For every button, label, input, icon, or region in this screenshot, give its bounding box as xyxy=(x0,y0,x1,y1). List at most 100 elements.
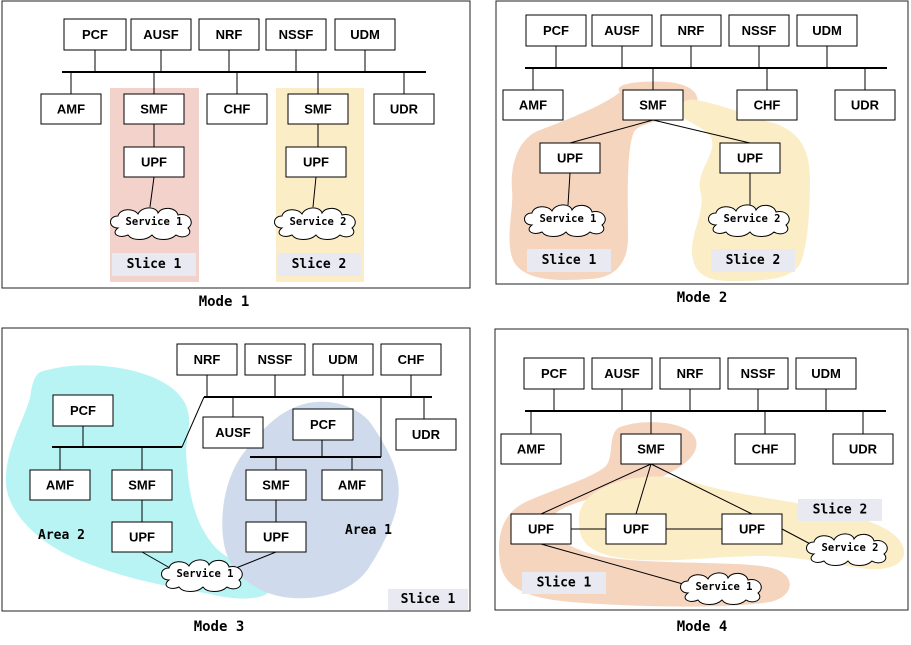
mode-2-slice-2-label: Slice 2 xyxy=(711,249,795,272)
mode-2-amf-node: AMF xyxy=(502,89,564,121)
svg-text:UPF: UPF xyxy=(303,155,329,170)
svg-text:SMF: SMF xyxy=(140,102,168,117)
mode-4-service-2-cloud: Service 2 xyxy=(806,533,888,566)
mode-4-amf-node: AMF xyxy=(500,433,562,465)
mode-1-udr-node: UDR xyxy=(373,93,435,125)
svg-text:Service 2: Service 2 xyxy=(290,216,347,228)
svg-text:AUSF: AUSF xyxy=(215,425,250,440)
svg-text:PCF: PCF xyxy=(310,417,336,432)
mode-3-caption: Mode 3 xyxy=(194,619,245,635)
mode-1-ausf-node: AUSF xyxy=(130,18,192,51)
mode-3-nrf-node: NRF xyxy=(176,343,238,376)
svg-text:NSSF: NSSF xyxy=(258,352,293,367)
svg-text:Slice 1: Slice 1 xyxy=(401,592,456,607)
mode-3-upf-2-node: UPF xyxy=(245,521,307,553)
svg-text:AMF: AMF xyxy=(338,478,366,493)
mode-2-pcf-node: PCF xyxy=(525,14,587,47)
svg-text:UPF: UPF xyxy=(623,522,649,537)
mode-2-upf-node: UPF xyxy=(539,142,601,174)
svg-text:UDR: UDR xyxy=(412,427,441,442)
mode-4-pcf-node: PCF xyxy=(523,357,585,390)
svg-text:UDR: UDR xyxy=(849,442,878,457)
mode-1-service-1-cloud: Service 1 xyxy=(110,207,192,240)
svg-text:NSSF: NSSF xyxy=(742,23,777,38)
svg-text:Service 2: Service 2 xyxy=(724,213,781,225)
mode-1-pcf-node: PCF xyxy=(63,18,127,51)
svg-text:AUSF: AUSF xyxy=(143,27,178,42)
mode-3-service-1-cloud: Service 1 xyxy=(161,559,243,592)
svg-text:UPF: UPF xyxy=(737,151,763,166)
svg-text:SMF: SMF xyxy=(637,442,665,457)
mode-1-slice-2-label: Slice 2 xyxy=(277,253,361,276)
mode-2-smf-node: SMF xyxy=(622,89,684,121)
mode-4-panel: PCF AUSF NRF NSSF UDM AMF SMF CHF UDR UP… xyxy=(494,328,909,611)
mode-2-upf-2-node: UPF xyxy=(719,142,781,174)
mode-1-panel: PCF AUSF NRF NSSF UDM AMF SMF CHF SMF UD… xyxy=(1,0,471,289)
svg-text:UDM: UDM xyxy=(812,23,842,38)
svg-text:AMF: AMF xyxy=(517,442,545,457)
svg-text:AMF: AMF xyxy=(46,478,74,493)
svg-text:NRF: NRF xyxy=(216,27,243,42)
mode-4-chf-node: CHF xyxy=(734,433,796,465)
mode-2-udm-node: UDM xyxy=(796,14,858,47)
svg-text:CHF: CHF xyxy=(752,442,779,457)
svg-text:Slice 2: Slice 2 xyxy=(726,253,781,268)
mode-3-pcf-2-node: PCF xyxy=(292,408,354,441)
mode-4-udr-node: UDR xyxy=(832,433,894,465)
mode-3-smf-2-node: SMF xyxy=(245,469,307,501)
svg-text:NSSF: NSSF xyxy=(279,27,314,42)
mode-2-panel: PCF AUSF NRF NSSF UDM AMF SMF CHF UDR UP… xyxy=(495,0,909,285)
svg-text:UPF: UPF xyxy=(129,530,155,545)
svg-text:NRF: NRF xyxy=(678,23,705,38)
svg-text:SMF: SMF xyxy=(262,478,290,493)
mode-2-chf-node: CHF xyxy=(736,89,798,121)
svg-text:UDM: UDM xyxy=(350,27,380,42)
svg-text:SMF: SMF xyxy=(304,102,332,117)
mode-4-nrf-node: NRF xyxy=(659,357,721,390)
svg-text:UPF: UPF xyxy=(557,151,583,166)
svg-text:Service 1: Service 1 xyxy=(177,568,234,580)
mode-2-ausf-node: AUSF xyxy=(591,14,653,47)
svg-text:PCF: PCF xyxy=(543,23,569,38)
mode-1-caption: Mode 1 xyxy=(199,294,250,310)
svg-text:SMF: SMF xyxy=(639,98,667,113)
svg-text:Service 1: Service 1 xyxy=(540,213,597,225)
mode-4-ausf-node: AUSF xyxy=(591,357,653,390)
svg-text:NRF: NRF xyxy=(194,352,221,367)
mode-4-smf-node: SMF xyxy=(620,433,682,465)
mode-2-udr-node: UDR xyxy=(834,89,896,121)
mode-2-slice-1-label: Slice 1 xyxy=(527,249,611,272)
svg-text:NSSF: NSSF xyxy=(741,366,776,381)
mode-3-panel: NRF NSSF UDM CHF PCF AUSF PCF UDR AMF SM… xyxy=(1,327,471,612)
mode-1-upf-node: UPF xyxy=(123,146,185,178)
svg-text:UPF: UPF xyxy=(263,530,289,545)
svg-text:UPF: UPF xyxy=(528,522,554,537)
mode-3-nssf-node: NSSF xyxy=(244,343,306,376)
mode-1-nssf-node: NSSF xyxy=(265,18,327,51)
svg-text:UDM: UDM xyxy=(328,352,358,367)
mode-4-upf-node: UPF xyxy=(510,513,572,545)
mode-4-service-1-cloud: Service 1 xyxy=(680,572,762,605)
mode-4-upf-2-node: UPF xyxy=(605,513,667,545)
mode-1-upf-2-node: UPF xyxy=(285,146,347,178)
svg-text:CHF: CHF xyxy=(224,102,251,117)
mode-3-slice-1-label: Slice 1 xyxy=(388,589,468,610)
svg-text:AMF: AMF xyxy=(519,98,547,113)
mode-3-upf-node: UPF xyxy=(111,521,173,553)
slice-1-region xyxy=(498,422,790,607)
area-2-label: Area 2 xyxy=(38,528,85,543)
svg-text:AMF: AMF xyxy=(57,102,85,117)
svg-text:Slice 1: Slice 1 xyxy=(127,257,182,272)
mode-1-chf-node: CHF xyxy=(206,93,268,125)
area-1-label: Area 1 xyxy=(345,523,392,538)
mode-3-pcf-node: PCF xyxy=(52,394,114,427)
mode-2-nssf-node: NSSF xyxy=(728,14,790,47)
mode-1-amf-node: AMF xyxy=(40,93,102,125)
mode-2-service-1-cloud: Service 1 xyxy=(524,204,606,237)
mode-4-udm-node: UDM xyxy=(795,357,857,390)
mode-2-service-2-cloud: Service 2 xyxy=(708,204,790,237)
mode-3-udr-node: UDR xyxy=(395,418,457,451)
mode-4-upf-3-node: UPF xyxy=(721,513,783,545)
svg-text:CHF: CHF xyxy=(754,98,781,113)
svg-text:AUSF: AUSF xyxy=(604,366,639,381)
